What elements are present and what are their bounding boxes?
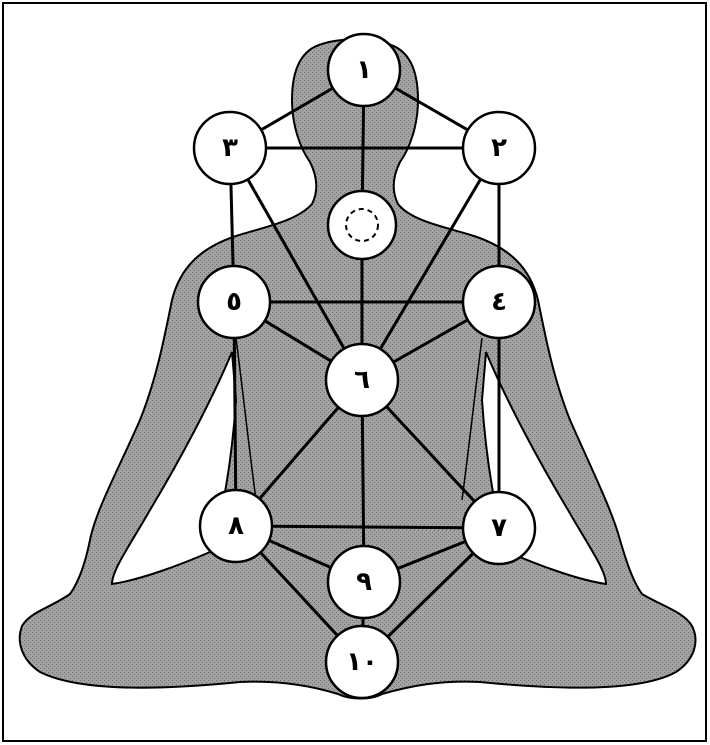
node-n8: ٨ <box>200 490 272 562</box>
node-n2: ٢ <box>463 112 535 184</box>
node-hidden <box>328 191 396 259</box>
node-n1: ١ <box>328 34 400 106</box>
node-n5: ٥ <box>198 266 270 338</box>
node-n4: ٤ <box>463 266 535 338</box>
node-label: ٩ <box>356 567 372 597</box>
node-label: ١ <box>356 55 372 85</box>
node-label: ٨ <box>228 511 244 541</box>
node-label: ٥ <box>226 287 242 317</box>
node-n7: ٧ <box>463 492 535 564</box>
node-n6: ٦ <box>326 344 398 416</box>
node-label: ١٠ <box>346 647 378 677</box>
node-label: ٦ <box>354 365 370 395</box>
node-label: ٤ <box>491 287 507 317</box>
node-label: ٣ <box>222 133 238 163</box>
node-label: ٧ <box>491 513 507 543</box>
node-n9: ٩ <box>328 546 400 618</box>
node-label: ٢ <box>491 133 507 163</box>
edge-n7-n8 <box>236 526 499 528</box>
node-n3: ٣ <box>194 112 266 184</box>
node-n10: ١٠ <box>326 626 398 698</box>
node-circle <box>328 191 396 259</box>
